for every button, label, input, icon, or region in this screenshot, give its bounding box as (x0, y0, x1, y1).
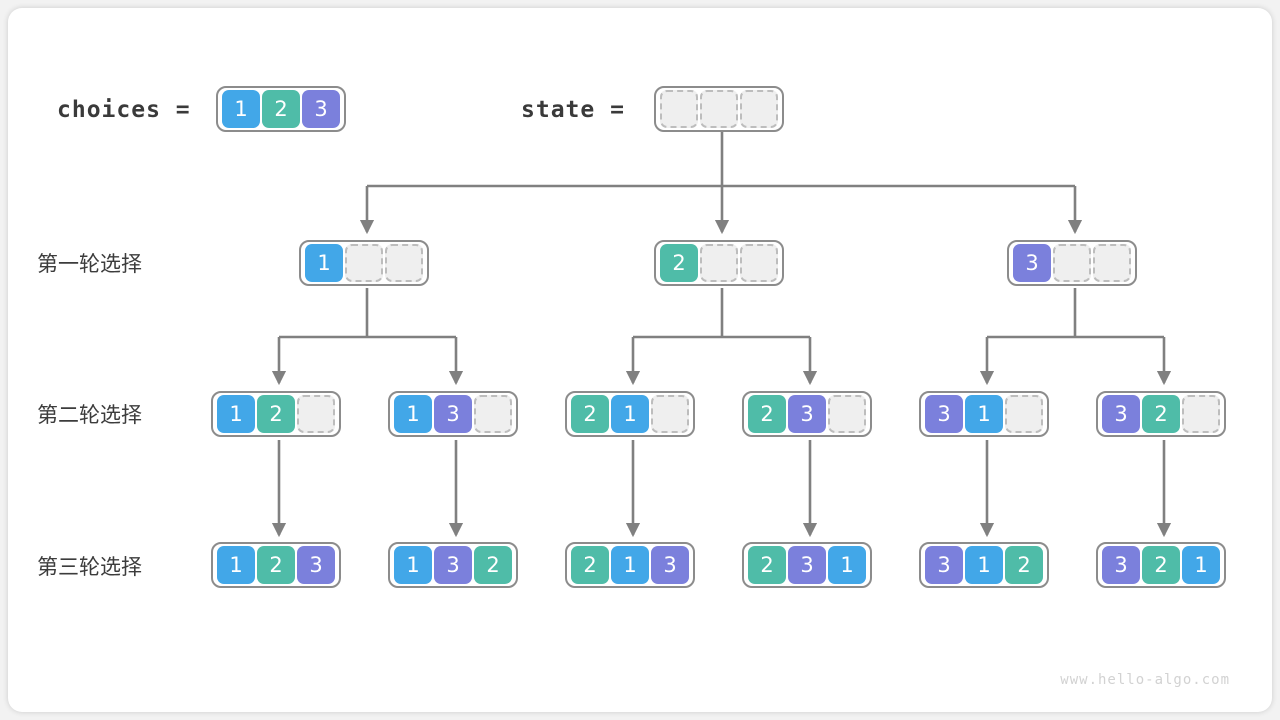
array-cell: 1 (394, 395, 432, 433)
array-cell-empty (1005, 395, 1043, 433)
level1-array-3: 3 (1007, 240, 1137, 286)
array-cell: 2 (257, 395, 295, 433)
round-label-2: 第二轮选择 (37, 403, 142, 427)
array-cell: 2 (257, 546, 295, 584)
array-cell: 1 (1182, 546, 1220, 584)
array-cell: 1 (611, 546, 649, 584)
array-cell-empty (740, 244, 778, 282)
array-cell-empty (700, 90, 738, 128)
array-cell: 2 (571, 546, 609, 584)
array-cell: 2 (262, 90, 300, 128)
array-cell-empty (345, 244, 383, 282)
array-cell-empty (740, 90, 778, 128)
array-cell: 3 (1102, 546, 1140, 584)
level1-array-2: 2 (654, 240, 784, 286)
array-cell-empty (828, 395, 866, 433)
state-array (654, 86, 784, 132)
array-cell: 3 (651, 546, 689, 584)
array-cell-empty (297, 395, 335, 433)
array-cell-empty (474, 395, 512, 433)
round-label-1: 第一轮选择 (37, 252, 142, 276)
array-cell-empty (651, 395, 689, 433)
array-cell: 2 (748, 546, 786, 584)
array-cell: 3 (925, 546, 963, 584)
array-cell: 1 (965, 395, 1003, 433)
array-cell: 1 (828, 546, 866, 584)
array-cell: 3 (1013, 244, 1051, 282)
array-cell: 1 (217, 546, 255, 584)
array-cell: 2 (474, 546, 512, 584)
choices-label: choices = (57, 97, 191, 123)
array-cell: 1 (217, 395, 255, 433)
array-cell: 3 (297, 546, 335, 584)
array-cell-empty (385, 244, 423, 282)
array-cell: 3 (1102, 395, 1140, 433)
array-cell: 1 (611, 395, 649, 433)
array-cell: 2 (660, 244, 698, 282)
array-cell: 3 (925, 395, 963, 433)
array-cell: 3 (788, 395, 826, 433)
array-cell-empty (1182, 395, 1220, 433)
array-cell: 1 (305, 244, 343, 282)
state-label: state = (521, 97, 625, 123)
array-cell: 3 (434, 395, 472, 433)
array-cell: 2 (571, 395, 609, 433)
watermark: www.hello-algo.com (1060, 672, 1230, 688)
round-label-3: 第三轮选择 (37, 555, 142, 579)
array-cell: 2 (748, 395, 786, 433)
array-cell: 2 (1005, 546, 1043, 584)
array-cell: 1 (222, 90, 260, 128)
array-cell: 3 (434, 546, 472, 584)
array-cell-empty (1053, 244, 1091, 282)
array-cell: 1 (965, 546, 1003, 584)
level1-array-1: 1 (299, 240, 429, 286)
array-cell: 2 (1142, 546, 1180, 584)
array-cell-empty (660, 90, 698, 128)
array-cell-empty (700, 244, 738, 282)
array-cell: 3 (302, 90, 340, 128)
array-cell: 3 (788, 546, 826, 584)
array-cell: 1 (394, 546, 432, 584)
array-cell: 2 (1142, 395, 1180, 433)
array-cell-empty (1093, 244, 1131, 282)
